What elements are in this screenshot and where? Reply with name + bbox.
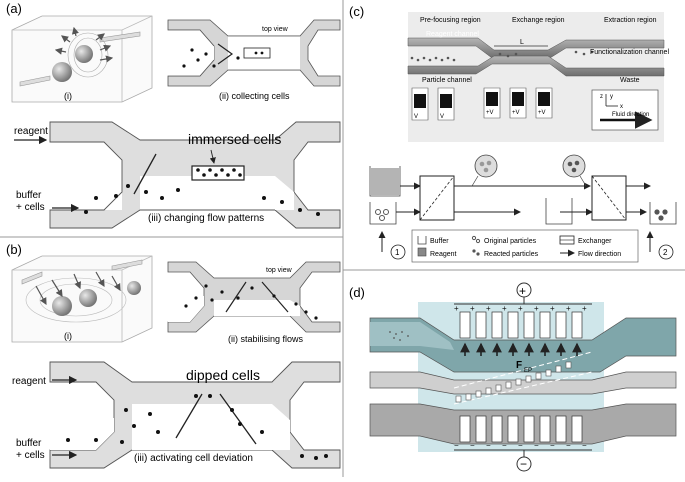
length-label: L [520, 39, 524, 46]
marker-1: 1 [395, 248, 400, 257]
electrode-label: +V [538, 110, 546, 116]
particle-channel-label: Particle channel [422, 77, 472, 84]
waste-label: Waste [620, 77, 640, 84]
reagent-label-b: reagent [12, 376, 46, 387]
svg-text:+: + [518, 304, 523, 313]
panel-d: (d) + − + + + + + + + [349, 282, 677, 472]
functionalization-channel-label: Functionalization channel [590, 49, 669, 56]
panel-a-sub-i: (i) [64, 91, 72, 101]
axis-y-label: y [610, 94, 613, 100]
panel-a: (a) (i) [6, 1, 341, 229]
panel-d-label: (d) [349, 285, 365, 300]
sphere-icon [75, 45, 93, 63]
panel-c-label: (c) [349, 4, 364, 19]
svg-text:−: − [518, 441, 523, 450]
panel-c: (c) Pre-focusing region Exchange region … [349, 4, 677, 263]
svg-text:+: + [550, 304, 555, 313]
electrode-label: +V [486, 110, 494, 116]
reagent-label-a: reagent [14, 126, 48, 137]
panel-a-sub-iii: (iii) changing flow patterns [148, 213, 264, 224]
fluid-direction-label: Fluid direction [612, 112, 649, 118]
panel-c-legend: Buffer Reagent Original particles Reacte… [411, 229, 639, 263]
legend-buffer: Buffer [430, 238, 449, 245]
electrode-fingers-top [459, 311, 583, 339]
prefocusing-label: Pre-focusing region [420, 17, 481, 24]
extraction-label: Extraction region [604, 17, 657, 24]
panel-c-schematic: 1 2 [369, 154, 677, 260]
svg-text:+: + [582, 304, 587, 313]
plus-row: + + + + + + + + + [454, 304, 587, 313]
svg-text:+: + [486, 304, 491, 313]
minus-terminal: − [520, 457, 527, 471]
axis-z-label: z [600, 94, 603, 100]
plus-terminal: + [519, 284, 526, 298]
legend-flow: Flow direction [578, 251, 621, 258]
electrode-array: V V +V +V +V [411, 87, 553, 121]
svg-text:+: + [534, 304, 539, 313]
svg-text:−: − [566, 441, 571, 450]
force-arrows [460, 342, 582, 356]
buffer-label-a: buffer [16, 190, 42, 201]
legend-exchanger: Exchanger [578, 238, 612, 245]
svg-text:−: − [550, 441, 555, 450]
panel-a-top-view-label: top view [262, 26, 289, 33]
panel-a-sub-ii: (ii) collecting cells [219, 91, 290, 101]
cells-label-b: + cells [16, 450, 45, 461]
svg-text:+: + [470, 304, 475, 313]
panel-b-sub-iii: (iii) activating cell deviation [134, 453, 253, 464]
svg-text:−: − [470, 441, 475, 450]
electrode-fingers-bottom [459, 415, 583, 443]
panel-b-top-view-label: top view [266, 267, 293, 274]
electrode-label: V [440, 114, 444, 120]
svg-text:−: − [486, 441, 491, 450]
svg-text:−: − [454, 441, 459, 450]
panel-b-top-view: top view (ii) stabilising flows [167, 261, 341, 344]
svg-text:+: + [502, 304, 507, 313]
panel-b-3d-view: (i) [11, 255, 153, 343]
sphere-icon [52, 296, 72, 316]
force-label: F [516, 360, 522, 371]
panel-a-3d-view: (i) [11, 15, 153, 103]
particle-trajectory [455, 361, 572, 403]
legend-reacted: Reacted particles [484, 251, 539, 258]
svg-text:−: − [582, 441, 587, 450]
electrode-label: V [414, 114, 418, 120]
dipped-cells-label: dipped cells [186, 367, 260, 383]
sphere-icon [79, 289, 97, 307]
svg-text:−: − [502, 441, 507, 450]
cells-label-a: + cells [16, 202, 45, 213]
legend-reagent: Reagent [430, 251, 457, 258]
force-subscript: EP [524, 368, 532, 374]
electrode-label: +V [512, 110, 520, 116]
panel-b: (b) (i) [6, 242, 341, 469]
panel-b-channel: dipped cells reagent buffer + cells (iii… [12, 361, 341, 469]
panel-a-channel: immersed cells reagent buffer + cells (i… [14, 121, 341, 229]
immersed-cells-box [191, 165, 245, 181]
panel-b-sub-ii: (ii) stabilising flows [228, 334, 304, 344]
panel-b-label: (b) [6, 242, 22, 257]
exchange-label: Exchange region [512, 17, 565, 24]
marker-2: 2 [663, 248, 668, 257]
reagent-channel-label: Reagent channel [426, 31, 479, 38]
immersed-cells-label: immersed cells [188, 131, 281, 147]
sphere-icon [127, 281, 141, 295]
axis-x-label: x [620, 104, 623, 110]
sphere-icon [52, 62, 72, 82]
entry-particles [389, 331, 409, 341]
svg-text:+: + [454, 304, 459, 313]
svg-text:+: + [566, 304, 571, 313]
panel-c-chip: Pre-focusing region Exchange region Extr… [407, 12, 669, 142]
legend-original: Original particles [484, 238, 537, 245]
buffer-label-b: buffer [16, 438, 42, 449]
panel-a-label: (a) [6, 1, 22, 16]
panel-a-top-view: top view (ii) collecting cells [167, 19, 341, 101]
panel-b-sub-i: (i) [64, 331, 72, 341]
minus-row: −− −− −− −− − [454, 441, 587, 450]
svg-text:−: − [534, 441, 539, 450]
